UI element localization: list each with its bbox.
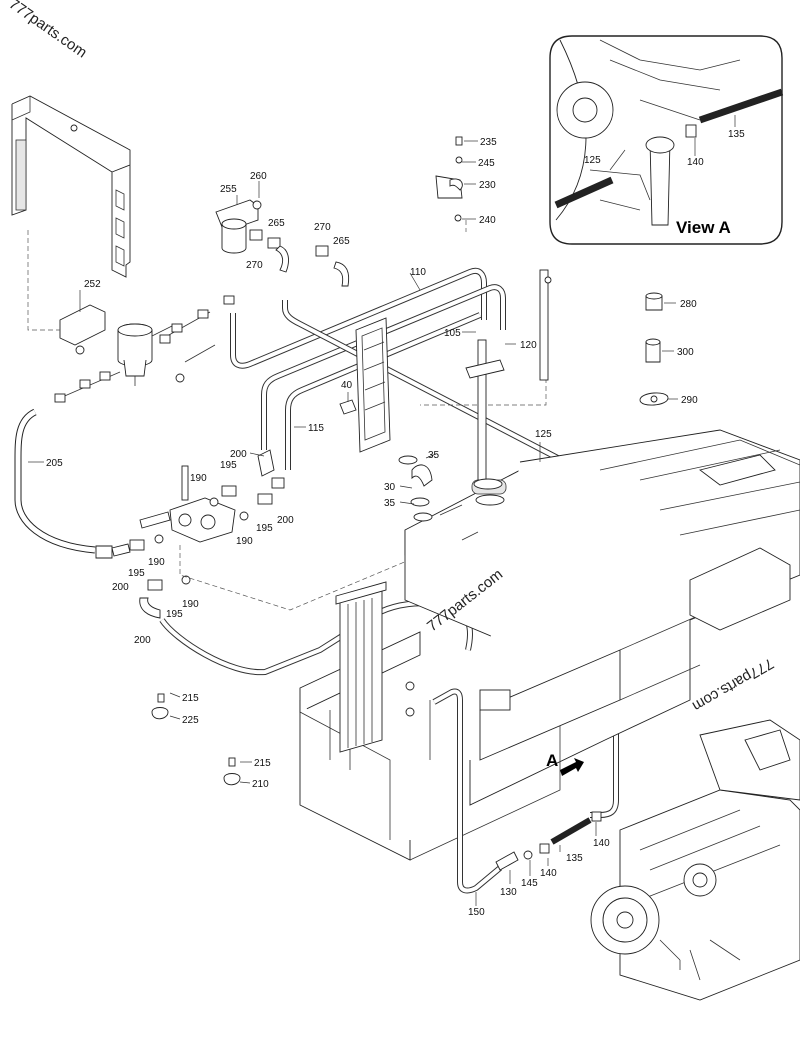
small-parts bbox=[639, 292, 669, 406]
callout-105: 105 bbox=[444, 328, 461, 339]
callout-140: 140 bbox=[687, 157, 704, 168]
callout-135: 135 bbox=[566, 853, 583, 864]
callout-200: 200 bbox=[134, 635, 151, 646]
watermark: 777parts.com bbox=[689, 655, 776, 715]
clamps bbox=[151, 693, 241, 786]
callout-190: 190 bbox=[236, 536, 253, 547]
view-a-title: View A bbox=[676, 218, 731, 237]
callout-130: 130 bbox=[500, 887, 517, 898]
fuel-pump-block bbox=[129, 449, 285, 619]
bracket-230 bbox=[435, 136, 463, 222]
view-a-arrow bbox=[560, 758, 584, 776]
callout-135: 135 bbox=[728, 129, 745, 140]
callout-240: 240 bbox=[479, 215, 496, 226]
callout-290: 290 bbox=[681, 395, 698, 406]
callout-252: 252 bbox=[84, 279, 101, 290]
callout-215: 215 bbox=[254, 758, 271, 769]
view-a-arrow-label: A bbox=[546, 751, 558, 770]
callout-215: 215 bbox=[182, 693, 199, 704]
callout-225: 225 bbox=[182, 715, 199, 726]
callout-190: 190 bbox=[190, 473, 207, 484]
callout-195: 195 bbox=[220, 460, 237, 471]
engine bbox=[590, 719, 800, 1001]
filter-255 bbox=[215, 199, 350, 287]
callout-35: 35 bbox=[428, 450, 440, 461]
callout-205: 205 bbox=[46, 458, 63, 469]
callout-30: 30 bbox=[384, 482, 396, 493]
callout-leaders bbox=[28, 115, 736, 906]
callout-195: 195 bbox=[128, 568, 145, 579]
chassis-frame bbox=[299, 429, 800, 861]
callout-230: 230 bbox=[479, 180, 496, 191]
callout-40: 40 bbox=[341, 380, 353, 391]
callout-270: 270 bbox=[246, 260, 263, 271]
callout-125: 125 bbox=[535, 429, 552, 440]
callout-35: 35 bbox=[384, 498, 396, 509]
callout-145: 145 bbox=[521, 878, 538, 889]
callout-195: 195 bbox=[166, 609, 183, 620]
filter-bracket bbox=[27, 230, 235, 403]
callout-245: 245 bbox=[478, 158, 495, 169]
callout-265: 265 bbox=[333, 236, 350, 247]
pipe-150 bbox=[432, 688, 602, 894]
callout-200: 200 bbox=[277, 515, 294, 526]
hose-205 bbox=[14, 408, 131, 559]
callout-195: 195 bbox=[256, 523, 273, 534]
callout-255: 255 bbox=[220, 184, 237, 195]
callout-125: 125 bbox=[584, 155, 601, 166]
callout-140: 140 bbox=[593, 838, 610, 849]
callout-200: 200 bbox=[112, 582, 129, 593]
cooler-40 bbox=[339, 317, 391, 453]
callout-110: 110 bbox=[410, 267, 426, 278]
callout-140: 140 bbox=[540, 868, 557, 879]
callout-270: 270 bbox=[314, 222, 331, 233]
watermark: 777parts.com bbox=[6, 0, 90, 61]
callout-265: 265 bbox=[268, 218, 285, 229]
callout-280: 280 bbox=[680, 299, 697, 310]
callout-190: 190 bbox=[182, 599, 199, 610]
callout-numbers: 235 245 230 240 260 255 265 270 270 265 … bbox=[46, 129, 745, 918]
callout-150: 150 bbox=[468, 907, 485, 918]
callout-235: 235 bbox=[480, 137, 497, 148]
view-a-inset bbox=[549, 35, 784, 245]
callout-120: 120 bbox=[520, 340, 537, 351]
cooler-stack bbox=[335, 581, 387, 753]
callout-260: 260 bbox=[250, 171, 267, 182]
radiator-frame bbox=[11, 95, 131, 278]
callout-115: 115 bbox=[308, 423, 324, 434]
callout-200: 200 bbox=[230, 449, 247, 460]
callout-300: 300 bbox=[677, 347, 694, 358]
callout-210: 210 bbox=[252, 779, 269, 790]
callout-190: 190 bbox=[148, 557, 165, 568]
